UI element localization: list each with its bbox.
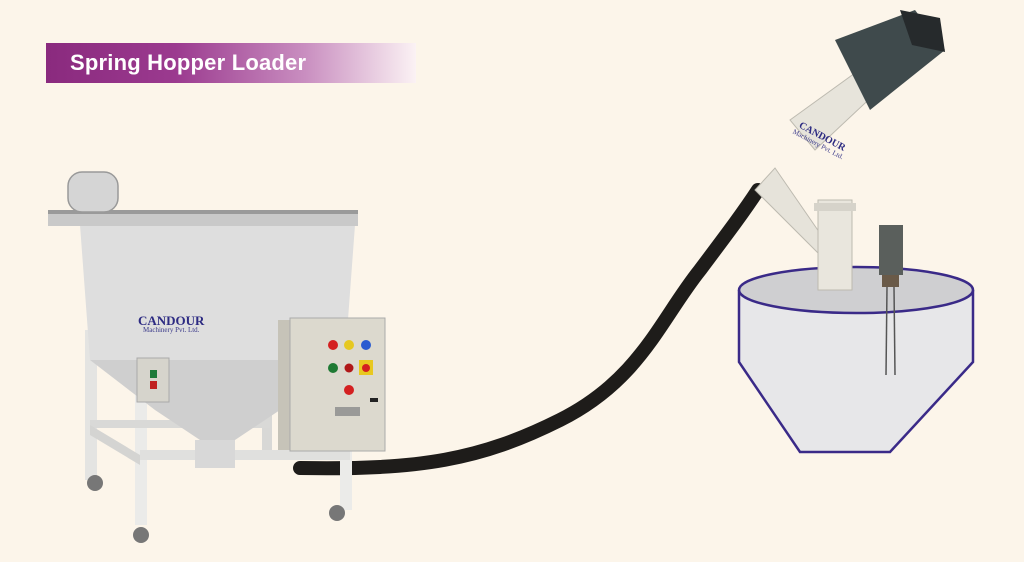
logo-main-text: CANDOUR — [138, 313, 205, 328]
control-panel — [278, 317, 386, 452]
discharge-head — [754, 10, 945, 291]
level-sensor — [879, 225, 903, 376]
title-banner: Spring Hopper Loader — [46, 43, 416, 83]
conveyor-hose — [293, 183, 765, 476]
hopper-logo: CANDOUR Machinery Pvt. Ltd. — [138, 314, 204, 334]
logo-sub-text: Machinery Pvt. Ltd. — [143, 326, 200, 334]
receiving-silo — [737, 265, 975, 454]
page-title: Spring Hopper Loader — [70, 50, 307, 75]
